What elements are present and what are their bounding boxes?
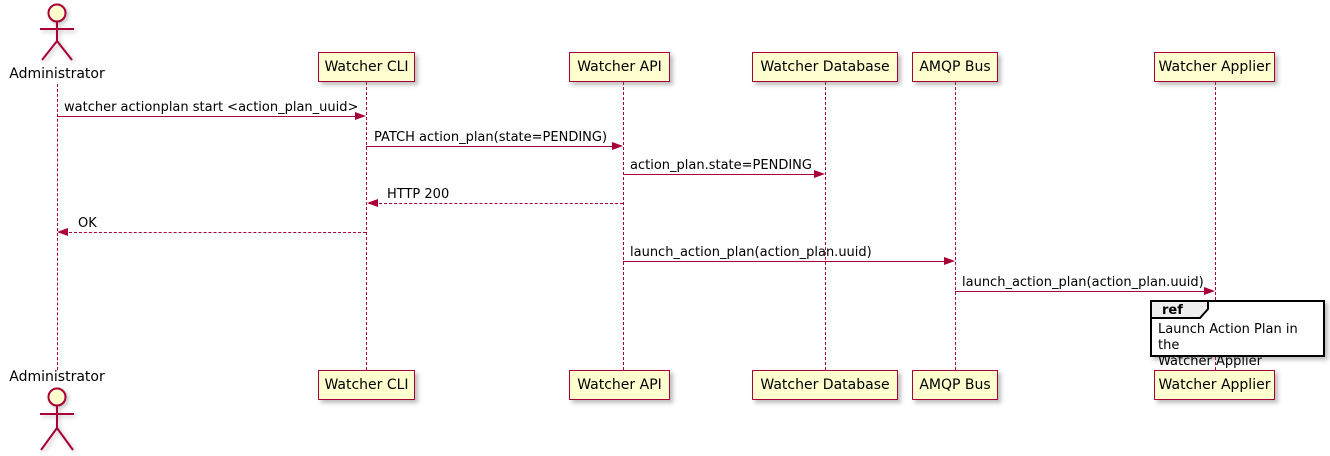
actor-label-top: Administrator (9, 66, 105, 82)
arrowhead-icon (1204, 287, 1215, 295)
arrowhead-icon (57, 228, 68, 236)
message-label: OK (78, 216, 97, 231)
message-line (57, 116, 357, 117)
participant-watcher-cli-bottom: Watcher CLI (318, 370, 415, 400)
message-line (955, 291, 1206, 292)
lifeline-watcher-applier (1215, 82, 1216, 370)
participant-watcher-database-bottom: Watcher Database (752, 370, 898, 400)
arrowhead-icon (814, 170, 825, 178)
message-line (623, 261, 946, 262)
arrowhead-icon (367, 199, 378, 207)
lifeline-watcher-database (825, 82, 826, 370)
arrowhead-icon (944, 257, 955, 265)
message-label: launch_action_plan(action_plan.uuid) (962, 275, 1204, 290)
arrowhead-icon (355, 112, 366, 120)
lifeline-amqp-bus (955, 82, 956, 370)
message-line (366, 146, 614, 147)
message-label: PATCH action_plan(state=PENDING) (374, 130, 608, 145)
ref-header-tab (1150, 300, 1209, 319)
ref-text: Launch Action Plan in the Watcher Applie… (1158, 322, 1298, 369)
participant-watcher-database-top: Watcher Database (752, 52, 898, 82)
message-line (59, 232, 366, 233)
participant-watcher-cli-top: Watcher CLI (318, 52, 415, 82)
message-label: action_plan.state=PENDING (630, 158, 812, 173)
participant-amqp-bus-bottom: AMQP Bus (912, 370, 998, 400)
actor-icon-bottom (40, 387, 74, 451)
ref-fragment: ref Launch Action Plan in the Watcher Ap… (1150, 300, 1325, 369)
participant-amqp-bus-top: AMQP Bus (912, 52, 998, 82)
participant-watcher-applier-bottom: Watcher Applier (1154, 370, 1275, 400)
arrowhead-icon (612, 142, 623, 150)
lifeline-watcher-api (623, 82, 624, 370)
message-line (623, 174, 816, 175)
lifeline-administrator (57, 84, 58, 370)
message-label: HTTP 200 (387, 187, 450, 202)
ref-keyword: ref (1162, 303, 1183, 318)
participant-watcher-api-bottom: Watcher API (569, 370, 670, 400)
message-label: watcher actionplan start <action_plan_uu… (64, 100, 359, 115)
participant-watcher-applier-top: Watcher Applier (1154, 52, 1275, 82)
message-line (369, 203, 623, 204)
actor-label-bottom: Administrator (9, 369, 105, 385)
actor-icon (40, 3, 74, 61)
participant-watcher-api-top: Watcher API (569, 52, 670, 82)
message-label: launch_action_plan(action_plan.uuid) (630, 245, 872, 260)
lifeline-watcher-cli (366, 82, 367, 370)
